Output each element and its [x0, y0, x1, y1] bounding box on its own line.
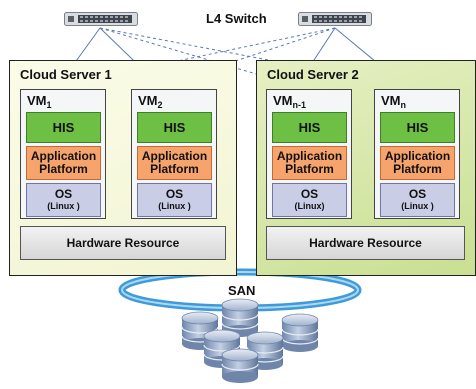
os-label: OS [165, 187, 184, 201]
vm-name: VM [138, 93, 158, 108]
os-label: OS [408, 187, 427, 201]
vm-title: VM1 [27, 93, 52, 110]
vm-subscript: n-1 [292, 100, 307, 110]
network-switch-icon [64, 12, 138, 26]
his-block: HIS [272, 112, 347, 143]
app-line-1: Application [30, 149, 97, 163]
os-label: OS [300, 187, 319, 201]
his-block: HIS [137, 112, 212, 143]
san-label: SAN [228, 283, 256, 298]
os-block: OS(Linux ) [137, 183, 212, 217]
database-icon [221, 298, 259, 337]
hardware-resource-block: Hardware Resource [20, 226, 226, 260]
his-block: HIS [380, 112, 455, 143]
server-title: Cloud Server 1 [20, 67, 112, 82]
app-line-2: Platform [39, 162, 88, 176]
os-sublabel: (Linux) [294, 201, 325, 211]
os-block: OS(Linux) [272, 183, 347, 217]
app-line-1: Application [384, 149, 451, 163]
os-block: OS(Linux ) [26, 183, 101, 217]
database-icon [221, 348, 259, 383]
hardware-resource-block: Hardware Resource [266, 226, 465, 260]
app-line-2: Platform [393, 162, 442, 176]
vm-subscript: 1 [46, 100, 52, 110]
os-sublabel: (Linux ) [47, 201, 80, 211]
network-switch-icon [298, 12, 372, 26]
app-line-2: Platform [285, 162, 334, 176]
vm-subscript: n [400, 100, 407, 110]
app-line-2: Platform [150, 162, 199, 176]
vm-name: VM [27, 93, 47, 108]
link-right-switch-vm2 [159, 27, 336, 88]
vm-title: VMn [381, 93, 407, 110]
vm-name: VM [273, 93, 293, 108]
vm-subscript: 2 [157, 100, 163, 110]
vm-title: VM2 [138, 93, 163, 110]
his-block: HIS [26, 112, 101, 143]
server-title: Cloud Server 2 [267, 67, 359, 82]
vm-title: VMn-1 [273, 93, 307, 110]
os-label: OS [54, 187, 73, 201]
vm-name: VM [381, 93, 401, 108]
app-line-1: Application [276, 149, 343, 163]
database-cluster [181, 298, 319, 383]
switch-label: L4 Switch [206, 11, 267, 26]
os-sublabel: (Linux ) [401, 201, 434, 211]
app-line-1: Application [141, 149, 208, 163]
database-icon [281, 313, 319, 352]
os-block: OS(Linux ) [380, 183, 455, 217]
os-sublabel: (Linux ) [158, 201, 191, 211]
